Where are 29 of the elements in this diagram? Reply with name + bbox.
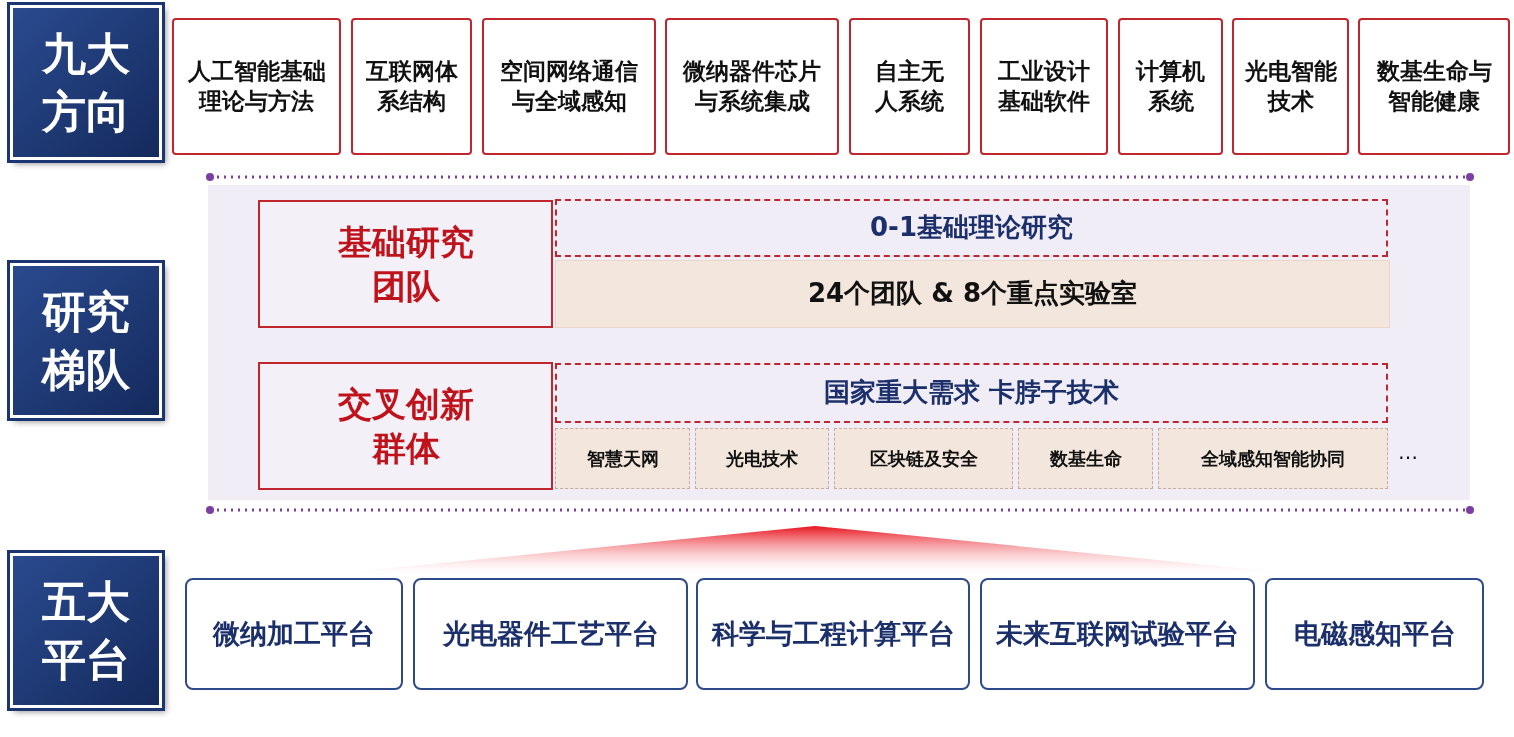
platform-box: 电磁感知平台: [1265, 578, 1484, 690]
topic-box: 全域感知智能协同: [1158, 428, 1388, 489]
panel-background: [208, 185, 1470, 500]
direction-box: 互联网体系结构: [351, 18, 472, 155]
direction-box: 自主无人系统: [849, 18, 970, 155]
direction-box: 计算机系统: [1118, 18, 1223, 155]
team-box: 基础研究团队: [258, 200, 553, 328]
direction-box: 数基生命与智能健康: [1358, 18, 1510, 155]
platform-box: 科学与工程计算平台: [696, 578, 970, 690]
theme-bar: 国家重大需求 卡脖子技术: [555, 363, 1388, 423]
platform-box: 微纳加工平台: [185, 578, 403, 690]
direction-box: 光电智能技术: [1232, 18, 1349, 155]
topic-box: 区块链及安全: [834, 428, 1013, 489]
team-box: 交叉创新群体: [258, 362, 553, 490]
section-title-box: 五大平台: [10, 553, 162, 708]
direction-box: 工业设计基础软件: [980, 18, 1108, 155]
section-title-box: 研究梯队: [10, 263, 162, 418]
topic-box: 光电技术: [695, 428, 829, 489]
platform-box: 未来互联网试验平台: [980, 578, 1255, 690]
ellipsis-text: …: [1398, 440, 1418, 464]
theme-bar: 0-1基础理论研究: [555, 199, 1388, 257]
topic-box: 数基生命: [1018, 428, 1153, 489]
direction-box: 人工智能基础理论与方法: [172, 18, 341, 155]
section-title-box: 九大方向: [10, 5, 162, 160]
direction-box: 空间网络通信与全域感知: [482, 18, 656, 155]
direction-box: 微纳器件芯片与系统集成: [665, 18, 839, 155]
topic-box: 智慧天网: [555, 428, 690, 489]
platform-box: 光电器件工艺平台: [413, 578, 688, 690]
summary-bar: 24个团队 & 8个重点实验室: [555, 260, 1390, 328]
